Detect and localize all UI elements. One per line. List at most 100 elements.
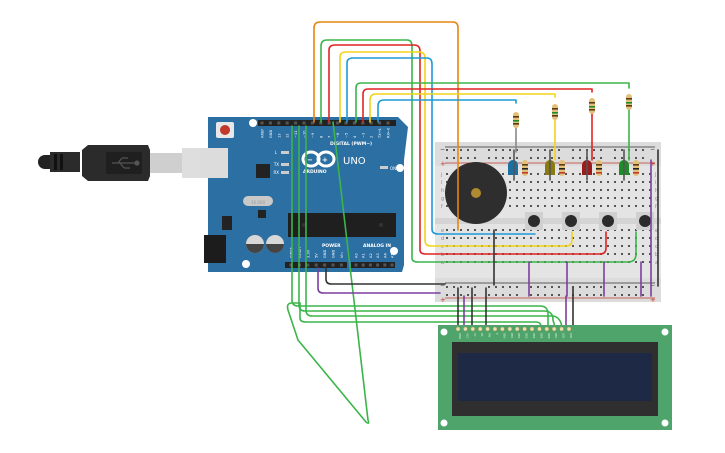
- hole[interactable]: [642, 253, 644, 255]
- hole[interactable]: [649, 245, 651, 247]
- rail-hole[interactable]: [572, 149, 574, 151]
- rail-hole[interactable]: [572, 157, 574, 159]
- header-pin[interactable]: [268, 121, 272, 125]
- header-pin[interactable]: [361, 121, 365, 125]
- hole[interactable]: [551, 205, 553, 207]
- hole[interactable]: [586, 205, 588, 207]
- rail-hole[interactable]: [495, 157, 497, 159]
- rail-hole[interactable]: [516, 286, 518, 288]
- hole[interactable]: [453, 229, 455, 231]
- push-button[interactable]: [562, 212, 580, 230]
- hole[interactable]: [544, 205, 546, 207]
- header-pin[interactable]: [289, 263, 293, 267]
- rail-hole[interactable]: [579, 157, 581, 159]
- rail-hole[interactable]: [635, 157, 637, 159]
- rail-hole[interactable]: [516, 294, 518, 296]
- rail-hole[interactable]: [600, 149, 602, 151]
- rail-hole[interactable]: [621, 286, 623, 288]
- lcd-pin[interactable]: [507, 326, 513, 332]
- wire-green-led[interactable]: [355, 82, 630, 123]
- hole[interactable]: [488, 229, 490, 231]
- led-blue[interactable]: [508, 160, 518, 175]
- hole[interactable]: [565, 189, 567, 191]
- rail-hole[interactable]: [579, 286, 581, 288]
- rail-hole[interactable]: [453, 149, 455, 151]
- rail-hole[interactable]: [642, 286, 644, 288]
- rail-hole[interactable]: [621, 149, 623, 151]
- hole[interactable]: [614, 253, 616, 255]
- hole[interactable]: [467, 237, 469, 239]
- rail-hole[interactable]: [579, 149, 581, 151]
- hole[interactable]: [572, 173, 574, 175]
- hole[interactable]: [572, 189, 574, 191]
- rail-hole[interactable]: [502, 149, 504, 151]
- hole[interactable]: [607, 253, 609, 255]
- rail-hole[interactable]: [600, 286, 602, 288]
- hole[interactable]: [579, 173, 581, 175]
- hole[interactable]: [642, 173, 644, 175]
- rail-hole[interactable]: [474, 149, 476, 151]
- hole[interactable]: [600, 189, 602, 191]
- rail-hole[interactable]: [453, 286, 455, 288]
- hole[interactable]: [593, 181, 595, 183]
- hole[interactable]: [593, 189, 595, 191]
- hole[interactable]: [649, 173, 651, 175]
- rail-hole[interactable]: [474, 157, 476, 159]
- header-pin[interactable]: [386, 121, 390, 125]
- resistor[interactable]: [596, 160, 602, 176]
- hole[interactable]: [614, 237, 616, 239]
- hole[interactable]: [558, 189, 560, 191]
- hole[interactable]: [635, 197, 637, 199]
- rail-hole[interactable]: [558, 286, 560, 288]
- lcd-pin[interactable]: [566, 326, 572, 332]
- hole[interactable]: [635, 205, 637, 207]
- rail-hole[interactable]: [621, 157, 623, 159]
- hole[interactable]: [600, 205, 602, 207]
- rail-hole[interactable]: [600, 294, 602, 296]
- wire-blue[interactable]: [346, 57, 536, 235]
- rail-hole[interactable]: [614, 149, 616, 151]
- header-pin[interactable]: [361, 263, 365, 267]
- wire-red-led[interactable]: [362, 88, 593, 123]
- hole[interactable]: [593, 229, 595, 231]
- hole[interactable]: [530, 237, 532, 239]
- hole[interactable]: [446, 229, 448, 231]
- resistor[interactable]: [522, 160, 528, 176]
- rail-hole[interactable]: [474, 286, 476, 288]
- resistor[interactable]: [559, 160, 565, 176]
- rail-hole[interactable]: [558, 294, 560, 296]
- lcd-pin[interactable]: [514, 326, 520, 332]
- hole[interactable]: [621, 237, 623, 239]
- hole[interactable]: [453, 237, 455, 239]
- hole[interactable]: [544, 237, 546, 239]
- hole[interactable]: [607, 237, 609, 239]
- arduino-uno[interactable]: 16.000 L TX RX ON − + ARDUINO UNO DIGITA…: [200, 117, 408, 272]
- hole[interactable]: [614, 197, 616, 199]
- lcd-pin[interactable]: [544, 326, 550, 332]
- hole[interactable]: [558, 197, 560, 199]
- rail-hole[interactable]: [446, 294, 448, 296]
- rail-hole[interactable]: [446, 149, 448, 151]
- hole[interactable]: [502, 229, 504, 231]
- hole[interactable]: [649, 205, 651, 207]
- hole[interactable]: [572, 197, 574, 199]
- hole[interactable]: [516, 197, 518, 199]
- resistor[interactable]: [552, 104, 558, 120]
- header-pin[interactable]: [383, 263, 387, 267]
- button-cap[interactable]: [639, 215, 651, 227]
- rail-hole[interactable]: [488, 294, 490, 296]
- lcd-pin[interactable]: [455, 326, 461, 332]
- hole[interactable]: [530, 173, 532, 175]
- rail-hole[interactable]: [467, 294, 469, 296]
- lcd-pin[interactable]: [537, 326, 542, 332]
- wire-green-lcd-loop[interactable]: [286, 121, 370, 424]
- usb-cable[interactable]: [38, 145, 220, 181]
- hole[interactable]: [600, 181, 602, 183]
- rail-hole[interactable]: [635, 286, 637, 288]
- hole[interactable]: [488, 237, 490, 239]
- rail-hole[interactable]: [509, 157, 511, 159]
- rail-hole[interactable]: [502, 294, 504, 296]
- header-pin[interactable]: [260, 121, 264, 125]
- rail-hole[interactable]: [593, 286, 595, 288]
- button-cap[interactable]: [602, 215, 614, 227]
